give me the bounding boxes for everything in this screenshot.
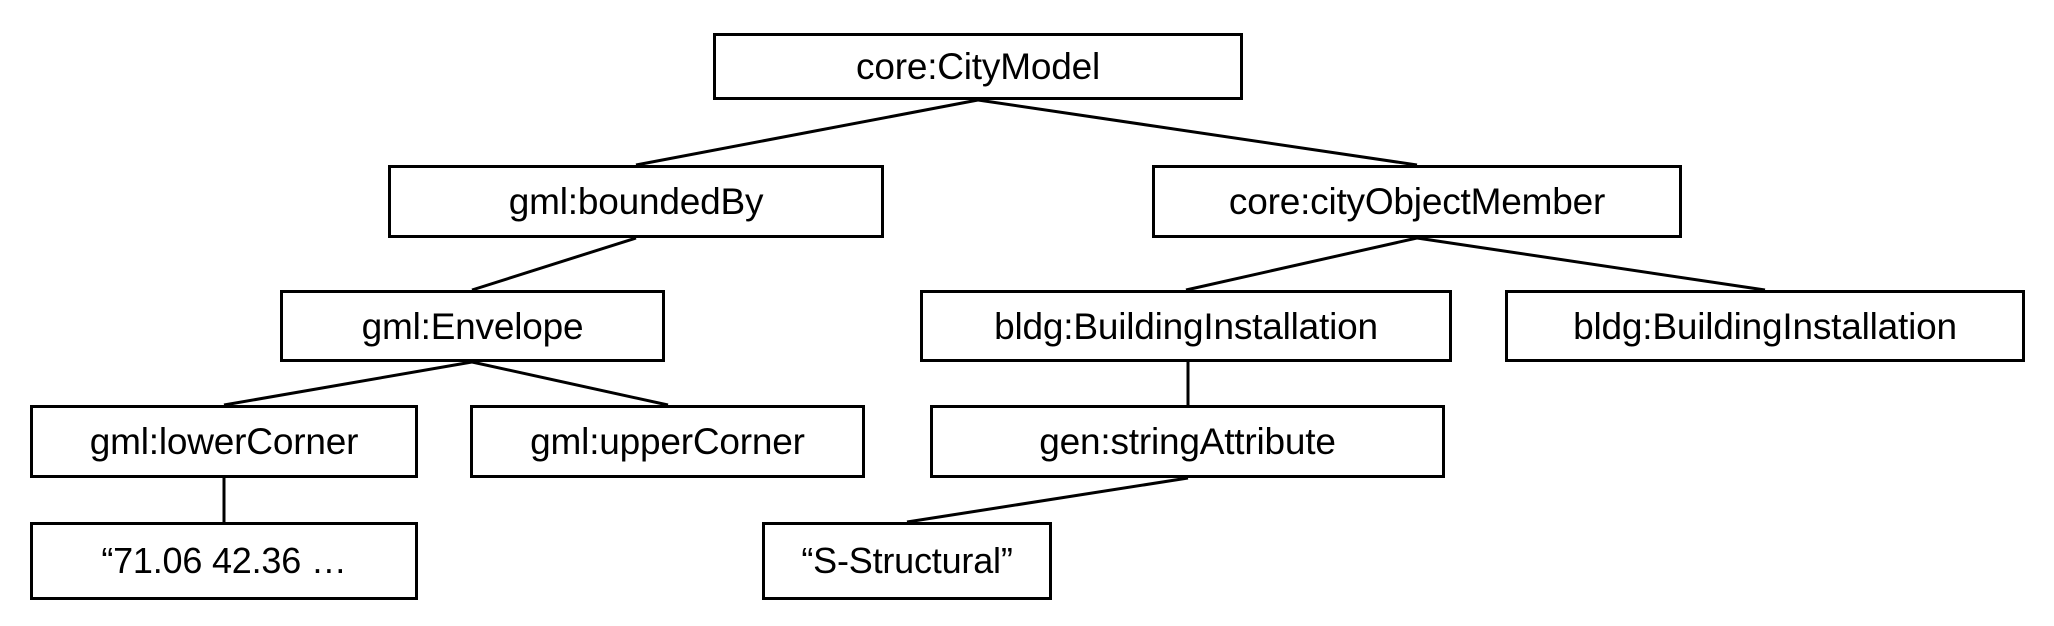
tree-node-label: core:cityObjectMember xyxy=(1228,181,1606,222)
tree-node-core-cityobjectmember[interactable]: core:cityObjectMember xyxy=(1152,165,1682,238)
tree-node-bldg-buildinginstallation-1[interactable]: bldg:BuildingInstallation xyxy=(920,290,1452,362)
tree-node-core-citymodel[interactable]: core:CityModel xyxy=(713,33,1243,100)
tree-node-gen-stringattribute[interactable]: gen:stringAttribute xyxy=(930,405,1445,478)
tree-node-gml-boundedby[interactable]: gml:boundedBy xyxy=(388,165,884,238)
tree-node-value-stringattribute[interactable]: “S-Structural” xyxy=(762,522,1052,600)
tree-node-label: gml:boundedBy xyxy=(508,181,764,222)
tree-node-gml-uppercorner[interactable]: gml:upperCorner xyxy=(470,405,865,478)
tree-node-label: bldg:BuildingInstallation xyxy=(1573,305,1957,347)
tree-node-bldg-buildinginstallation-2[interactable]: bldg:BuildingInstallation xyxy=(1505,290,2025,362)
tree-node-value-lowercorner[interactable]: “71.06 42.36 … xyxy=(30,522,418,600)
tree-node-label: bldg:BuildingInstallation xyxy=(994,305,1378,347)
tree-node-label: core:CityModel xyxy=(856,46,1100,87)
tree-node-label: “S-Structural” xyxy=(801,540,1013,581)
tree-node-label: gml:upperCorner xyxy=(530,421,805,462)
tree-node-label: gml:Envelope xyxy=(361,305,584,347)
tree-node-label: gen:stringAttribute xyxy=(1039,421,1336,462)
tree-node-gml-envelope[interactable]: gml:Envelope xyxy=(280,290,665,362)
tree-node-gml-lowercorner[interactable]: gml:lowerCorner xyxy=(30,405,418,478)
tree-node-label: “71.06 42.36 … xyxy=(101,540,347,581)
tree-node-label: gml:lowerCorner xyxy=(89,421,359,462)
